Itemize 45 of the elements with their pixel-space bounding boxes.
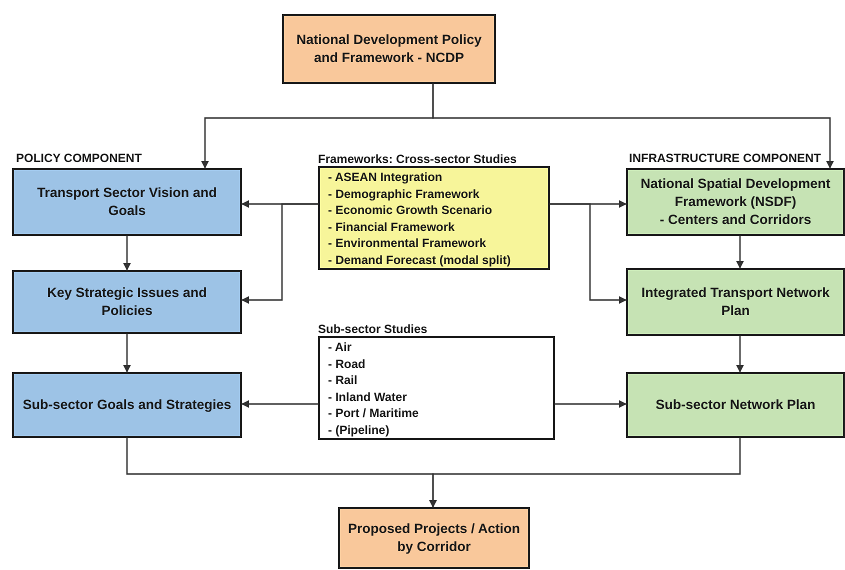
panel-heading: Sub-sector Studies <box>318 322 428 336</box>
section-label: INFRASTRUCTURE COMPONENT <box>629 151 821 165</box>
process-box <box>12 372 242 438</box>
box-text: Proposed Projects / Action by Corridor <box>346 520 522 556</box>
box-text: Integrated Transport Network Plan <box>640 284 831 320</box>
process-box <box>12 168 242 236</box>
list-item: - Port / Maritime <box>328 405 420 422</box>
arrow <box>123 236 131 271</box>
list-item: - ASEAN Integration <box>328 169 444 186</box>
policy-box <box>282 14 496 84</box>
box-text: National Development Policy and Framework - NCDP <box>295 30 483 67</box>
output-box <box>338 507 530 569</box>
arrow <box>555 400 627 408</box>
list-item: - Economic Growth Scenario <box>328 202 494 219</box>
section-label: POLICY COMPONENT <box>16 151 142 165</box>
box-text: Transport Sector Vision and Goals <box>36 184 218 220</box>
arrow <box>241 400 318 408</box>
process-box <box>626 268 845 336</box>
arrow <box>736 236 744 269</box>
box-text: Key Strategic Issues and Policies <box>46 284 208 320</box>
list-item: - Demographic Framework <box>328 186 480 202</box>
list-item: - Rail <box>328 372 358 389</box>
list-item: - Financial Framework <box>328 218 456 236</box>
list-item: - (Pipeline) <box>328 422 390 439</box>
study-panel <box>318 322 555 440</box>
arrow <box>123 334 131 373</box>
arrow <box>241 203 318 304</box>
box-text: Sub-sector Network Plan <box>656 396 816 414</box>
list-item: - Demand Forecast (modal split) <box>328 252 512 269</box>
box-text: - Centers and Corridors <box>660 211 812 230</box>
arrow <box>736 336 744 373</box>
process-box <box>12 270 242 334</box>
list-item: - Road <box>328 356 366 372</box>
box-text: National Spatial Development Framework (NSDF) <box>640 174 832 211</box>
arrow <box>550 203 627 304</box>
process-box <box>626 168 845 236</box>
list-item: - Air <box>328 339 353 356</box>
study-panel <box>318 152 550 270</box>
panel-heading: Frameworks: Cross-sector Studies <box>318 152 518 166</box>
arrow <box>429 438 741 508</box>
list-item: - Inland Water <box>328 388 408 406</box>
arrow <box>432 84 834 169</box>
process-box <box>626 372 845 438</box>
box-text: Sub-sector Goals and Strategies <box>22 396 232 414</box>
list-item: - Environmental Framework <box>328 235 488 252</box>
